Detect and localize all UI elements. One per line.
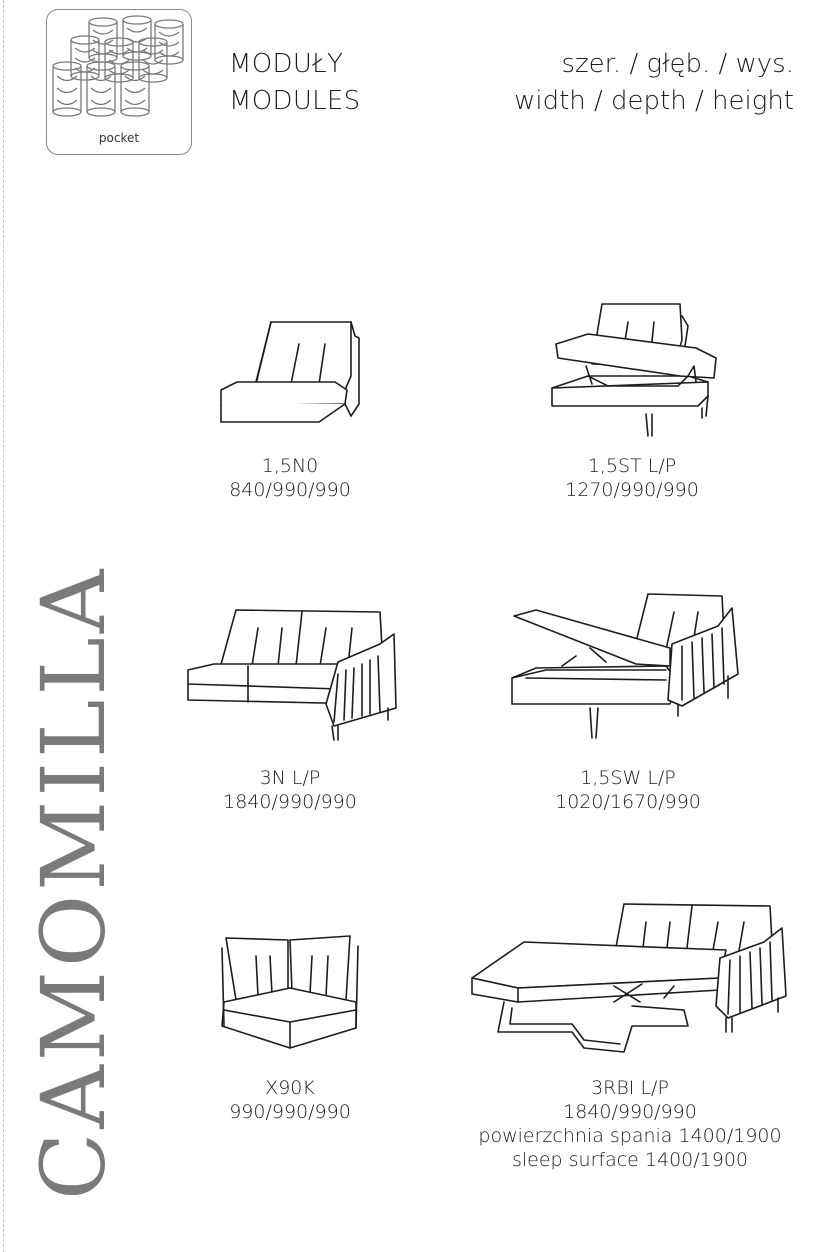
module-1-5st-drawing — [551, 303, 717, 437]
module-1-caption: 1,5N0 840/990/990 — [190, 454, 390, 502]
module-3-caption: 3N L/P 1840/990/990 — [190, 766, 390, 814]
module-3n-drawing — [187, 609, 397, 741]
page-edge-line — [3, 0, 4, 1252]
module-dimensions: 1020/1670/990 — [555, 791, 701, 813]
module-dimensions: 1270/990/990 — [565, 479, 699, 501]
module-1-5n0-drawing — [220, 321, 360, 423]
sleep-surface-en: sleep surface 1400/1900 — [511, 1149, 749, 1171]
module-dimensions: 840/990/990 — [229, 479, 351, 501]
module-code: 3RBI L/P — [591, 1077, 669, 1099]
dimensions-heading-pl: szer. / głęb. / wys. — [561, 49, 794, 79]
module-x90k-drawing — [221, 935, 359, 1049]
modules-heading-en: MODULES — [229, 86, 361, 116]
module-5-caption: X90K 990/990/990 — [190, 1076, 390, 1124]
pocket-badge: pocket — [46, 9, 192, 155]
module-dimensions: 1840/990/990 — [223, 791, 357, 813]
modules-heading-pl: MODUŁY — [229, 49, 344, 79]
badge-label: pocket — [98, 131, 140, 145]
module-code: 1,5N0 — [261, 455, 319, 477]
module-2-caption: 1,5ST L/P 1270/990/990 — [532, 454, 732, 502]
module-dimensions: 990/990/990 — [229, 1101, 351, 1123]
sleep-surface-pl: powierzchnia spania 1400/1900 — [478, 1125, 782, 1147]
pocket-spring-icon — [52, 15, 184, 117]
module-code: 1,5SW L/P — [580, 767, 676, 789]
modules-heading: MODUŁY MODULES — [229, 46, 360, 120]
collection-name: CAMOMILLA — [22, 565, 125, 1200]
dimensions-heading-en: width / depth / height — [514, 86, 794, 116]
module-6-caption: 3RBI L/P 1840/990/990 powierzchnia spani… — [450, 1076, 810, 1172]
module-code: X90K — [265, 1077, 315, 1099]
module-code: 1,5ST L/P — [587, 455, 677, 477]
module-3rbi-drawing — [471, 903, 787, 1053]
module-4-caption: 1,5SW L/P 1020/1670/990 — [528, 766, 728, 814]
dimensions-heading: szer. / głęb. / wys. width / depth / hei… — [514, 46, 794, 120]
module-dimensions: 1840/990/990 — [563, 1101, 697, 1123]
module-1-5sw-drawing — [511, 593, 739, 739]
module-code: 3N L/P — [259, 767, 321, 789]
